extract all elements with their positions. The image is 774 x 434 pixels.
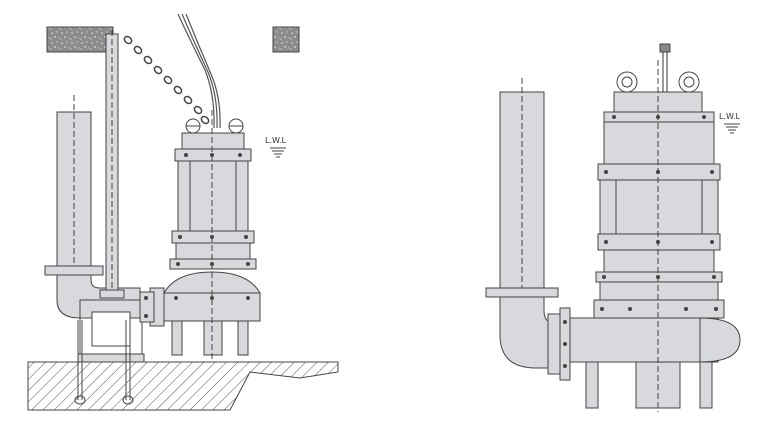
pump-volute-right xyxy=(569,317,719,363)
anchor-bolts xyxy=(74,320,134,405)
lwl-marker-left xyxy=(270,147,286,158)
lwl-label-left: L.W.L xyxy=(265,136,287,145)
power-cable xyxy=(177,13,221,129)
discharge-elbow xyxy=(56,274,141,319)
pump-foot-left xyxy=(171,320,183,356)
pump-foot-center xyxy=(203,320,223,356)
pump-foot-right xyxy=(237,320,249,356)
motor-top-cover xyxy=(181,132,245,150)
pipe-support-flange xyxy=(44,265,104,276)
concrete-slab-left xyxy=(46,26,114,53)
left-pump-assembly: L.W.L xyxy=(27,13,339,411)
pipe-flange-right xyxy=(485,287,559,298)
concrete-slab-right xyxy=(272,26,300,53)
pump-foot-right-1 xyxy=(585,361,599,409)
ground-foundation xyxy=(27,361,339,411)
lwl-marker-right xyxy=(724,123,740,134)
lwl-label-right: L.W.L xyxy=(719,112,741,121)
pump-foot-right-3 xyxy=(699,361,713,409)
right-pump-assembly: L.W.L xyxy=(485,43,741,412)
lifting-chain xyxy=(123,35,210,125)
motor-body-right xyxy=(603,121,715,165)
motor-body xyxy=(177,160,249,232)
